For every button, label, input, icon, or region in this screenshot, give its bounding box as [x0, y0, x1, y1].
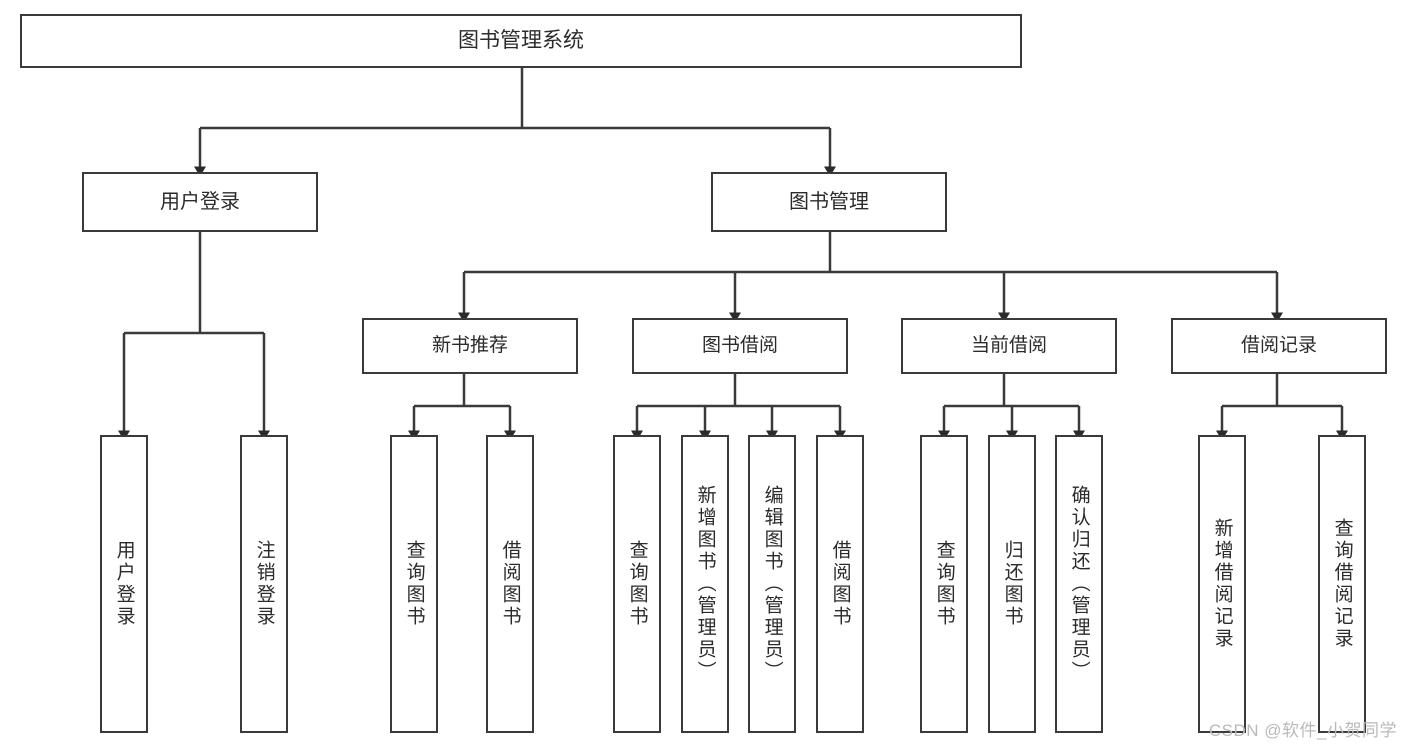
node-new-book-recommend[interactable]: 新书推荐: [362, 318, 578, 374]
node-label: 查询图书: [933, 540, 955, 628]
node-label: 用户登录: [113, 540, 135, 628]
node-label: 图书管理: [789, 190, 869, 213]
node-root-system[interactable]: 图书管理系统: [20, 14, 1022, 68]
node-label: 查询图书: [403, 540, 425, 628]
node-label: 图书管理系统: [458, 29, 584, 53]
node-label: 新增图书（管理员）: [694, 485, 716, 683]
leaf-edit-book-admin[interactable]: 编辑图书（管理员）: [748, 435, 796, 733]
node-label: 新增借阅记录: [1211, 518, 1233, 650]
leaf-return-book[interactable]: 归还图书: [988, 435, 1036, 733]
node-book-borrow[interactable]: 图书借阅: [632, 318, 848, 374]
leaf-borrow-book[interactable]: 借阅图书: [816, 435, 864, 733]
node-current-borrow[interactable]: 当前借阅: [901, 318, 1117, 374]
node-label: 当前借阅: [970, 335, 1047, 357]
leaf-borrow-query-book[interactable]: 查询图书: [613, 435, 661, 733]
node-label: 借阅图书: [829, 540, 851, 628]
node-label: 借阅记录: [1240, 335, 1317, 357]
node-label: 注销登录: [253, 540, 275, 628]
node-user-login[interactable]: 用户登录: [82, 172, 318, 232]
leaf-new-book-borrow[interactable]: 借阅图书: [486, 435, 534, 733]
leaf-query-borrow-record[interactable]: 查询借阅记录: [1318, 435, 1366, 733]
leaf-current-query-book[interactable]: 查询图书: [920, 435, 968, 733]
node-borrow-record[interactable]: 借阅记录: [1171, 318, 1387, 374]
csdn-watermark: CSDN @软件_小贺同学: [1208, 721, 1397, 740]
node-book-management[interactable]: 图书管理: [711, 172, 947, 232]
node-label: 新书推荐: [431, 335, 508, 357]
node-label: 借阅图书: [499, 540, 521, 628]
leaf-new-book-query[interactable]: 查询图书: [390, 435, 438, 733]
leaf-add-borrow-record[interactable]: 新增借阅记录: [1198, 435, 1246, 733]
node-label: 查询借阅记录: [1331, 518, 1353, 650]
node-label: 编辑图书（管理员）: [761, 485, 783, 683]
node-label: 归还图书: [1001, 540, 1023, 628]
node-label: 查询图书: [626, 540, 648, 628]
node-label: 确认归还（管理员）: [1068, 485, 1090, 683]
node-label: 用户登录: [160, 190, 240, 213]
node-label: 图书借阅: [701, 335, 778, 357]
leaf-user-login[interactable]: 用户登录: [100, 435, 148, 733]
leaf-logout[interactable]: 注销登录: [240, 435, 288, 733]
leaf-add-book-admin[interactable]: 新增图书（管理员）: [681, 435, 729, 733]
leaf-confirm-return-admin[interactable]: 确认归还（管理员）: [1055, 435, 1103, 733]
